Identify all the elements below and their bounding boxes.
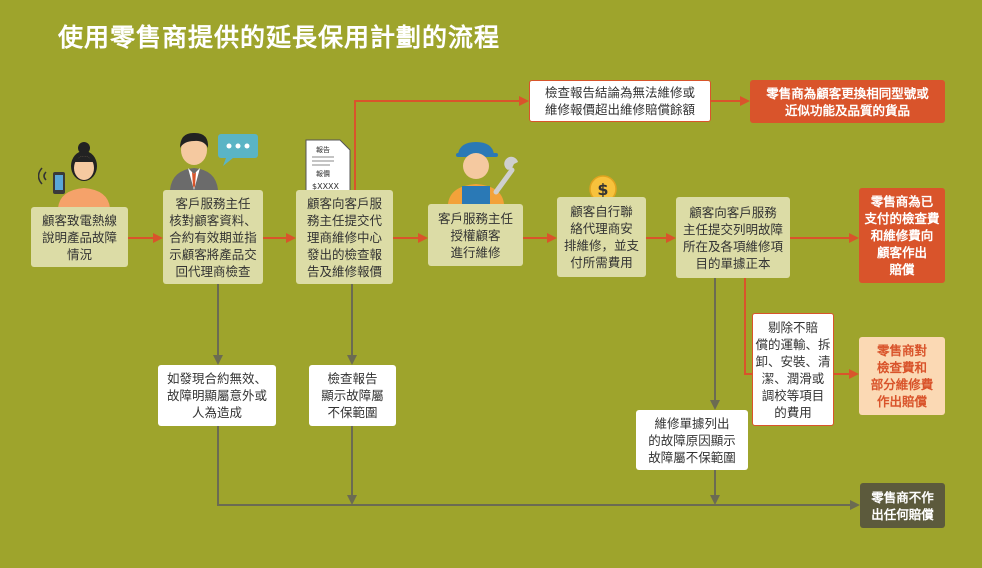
outcome-replace-goods: 零售商為顧客更換相同型號或 近似功能及品質的貨品	[750, 80, 945, 123]
branch-deduct-costs: 剔除不賠 償的運輸、拆 卸、安裝、清 潔、潤滑或 調校等項目 的費用	[752, 313, 834, 426]
page-title: 使用零售商提供的延長保用計劃的流程	[58, 23, 501, 52]
arrow-s3-top	[354, 96, 529, 193]
step-arrange-repair: 顧客自行聯 絡代理商安 排維修，並支 付所需費用	[557, 197, 646, 277]
coin-symbol: $	[597, 180, 608, 199]
outcome-partial-compensation: 零售商對 檢查費和 部分維修費 作出賠償	[859, 337, 945, 415]
outcome-no-compensation: 零售商不作 出任何賠償	[860, 483, 945, 528]
outcome-full-compensation: 零售商為已 支付的檢查費 和維修費向 顧客作出 賠償	[859, 188, 945, 283]
branch-receipt-not-covered: 維修單據列出 的故障原因顯示 故障屬不保範圍	[636, 410, 748, 470]
report-label-2: 報價	[316, 169, 330, 178]
step-submit-report: 顧客向客戶服 務主任提交代 理商維修中心 發出的檢查報 告及維修報價	[296, 190, 393, 284]
technician-wrench-icon	[448, 142, 518, 204]
step-authorise-repair: 客戶服務主任 授權顧客 進行維修	[428, 204, 523, 266]
woman-phone-icon	[38, 142, 110, 208]
branch-report-not-covered: 檢查報告 顯示故障屬 不保範圍	[309, 365, 396, 426]
branch-unrepairable: 檢查報告結論為無法維修或 維修報價超出維修賠償餘額	[529, 80, 711, 122]
step-customer-call: 顧客致電熱線 說明產品故障 情況	[31, 207, 128, 267]
report-label-1: 報告	[316, 145, 330, 154]
service-officer-icon	[170, 132, 258, 190]
report-document-icon: 報告 報價 $XXXX	[305, 139, 351, 195]
step-submit-receipts: 顧客向客戶服務 主任提交列明故障 所在及各項維修項 目的單據正本	[676, 197, 790, 278]
branch-contract-invalid: 如發現合約無效、 故障明顯屬意外或 人為造成	[158, 365, 276, 426]
line-invalid-bottom	[217, 426, 860, 510]
report-price: $XXXX	[312, 182, 340, 191]
step-check-contract: 客戶服務主任 核對顧客資料、 合約有效期並指 示顧客將產品交 回代理商檢查	[163, 190, 263, 284]
